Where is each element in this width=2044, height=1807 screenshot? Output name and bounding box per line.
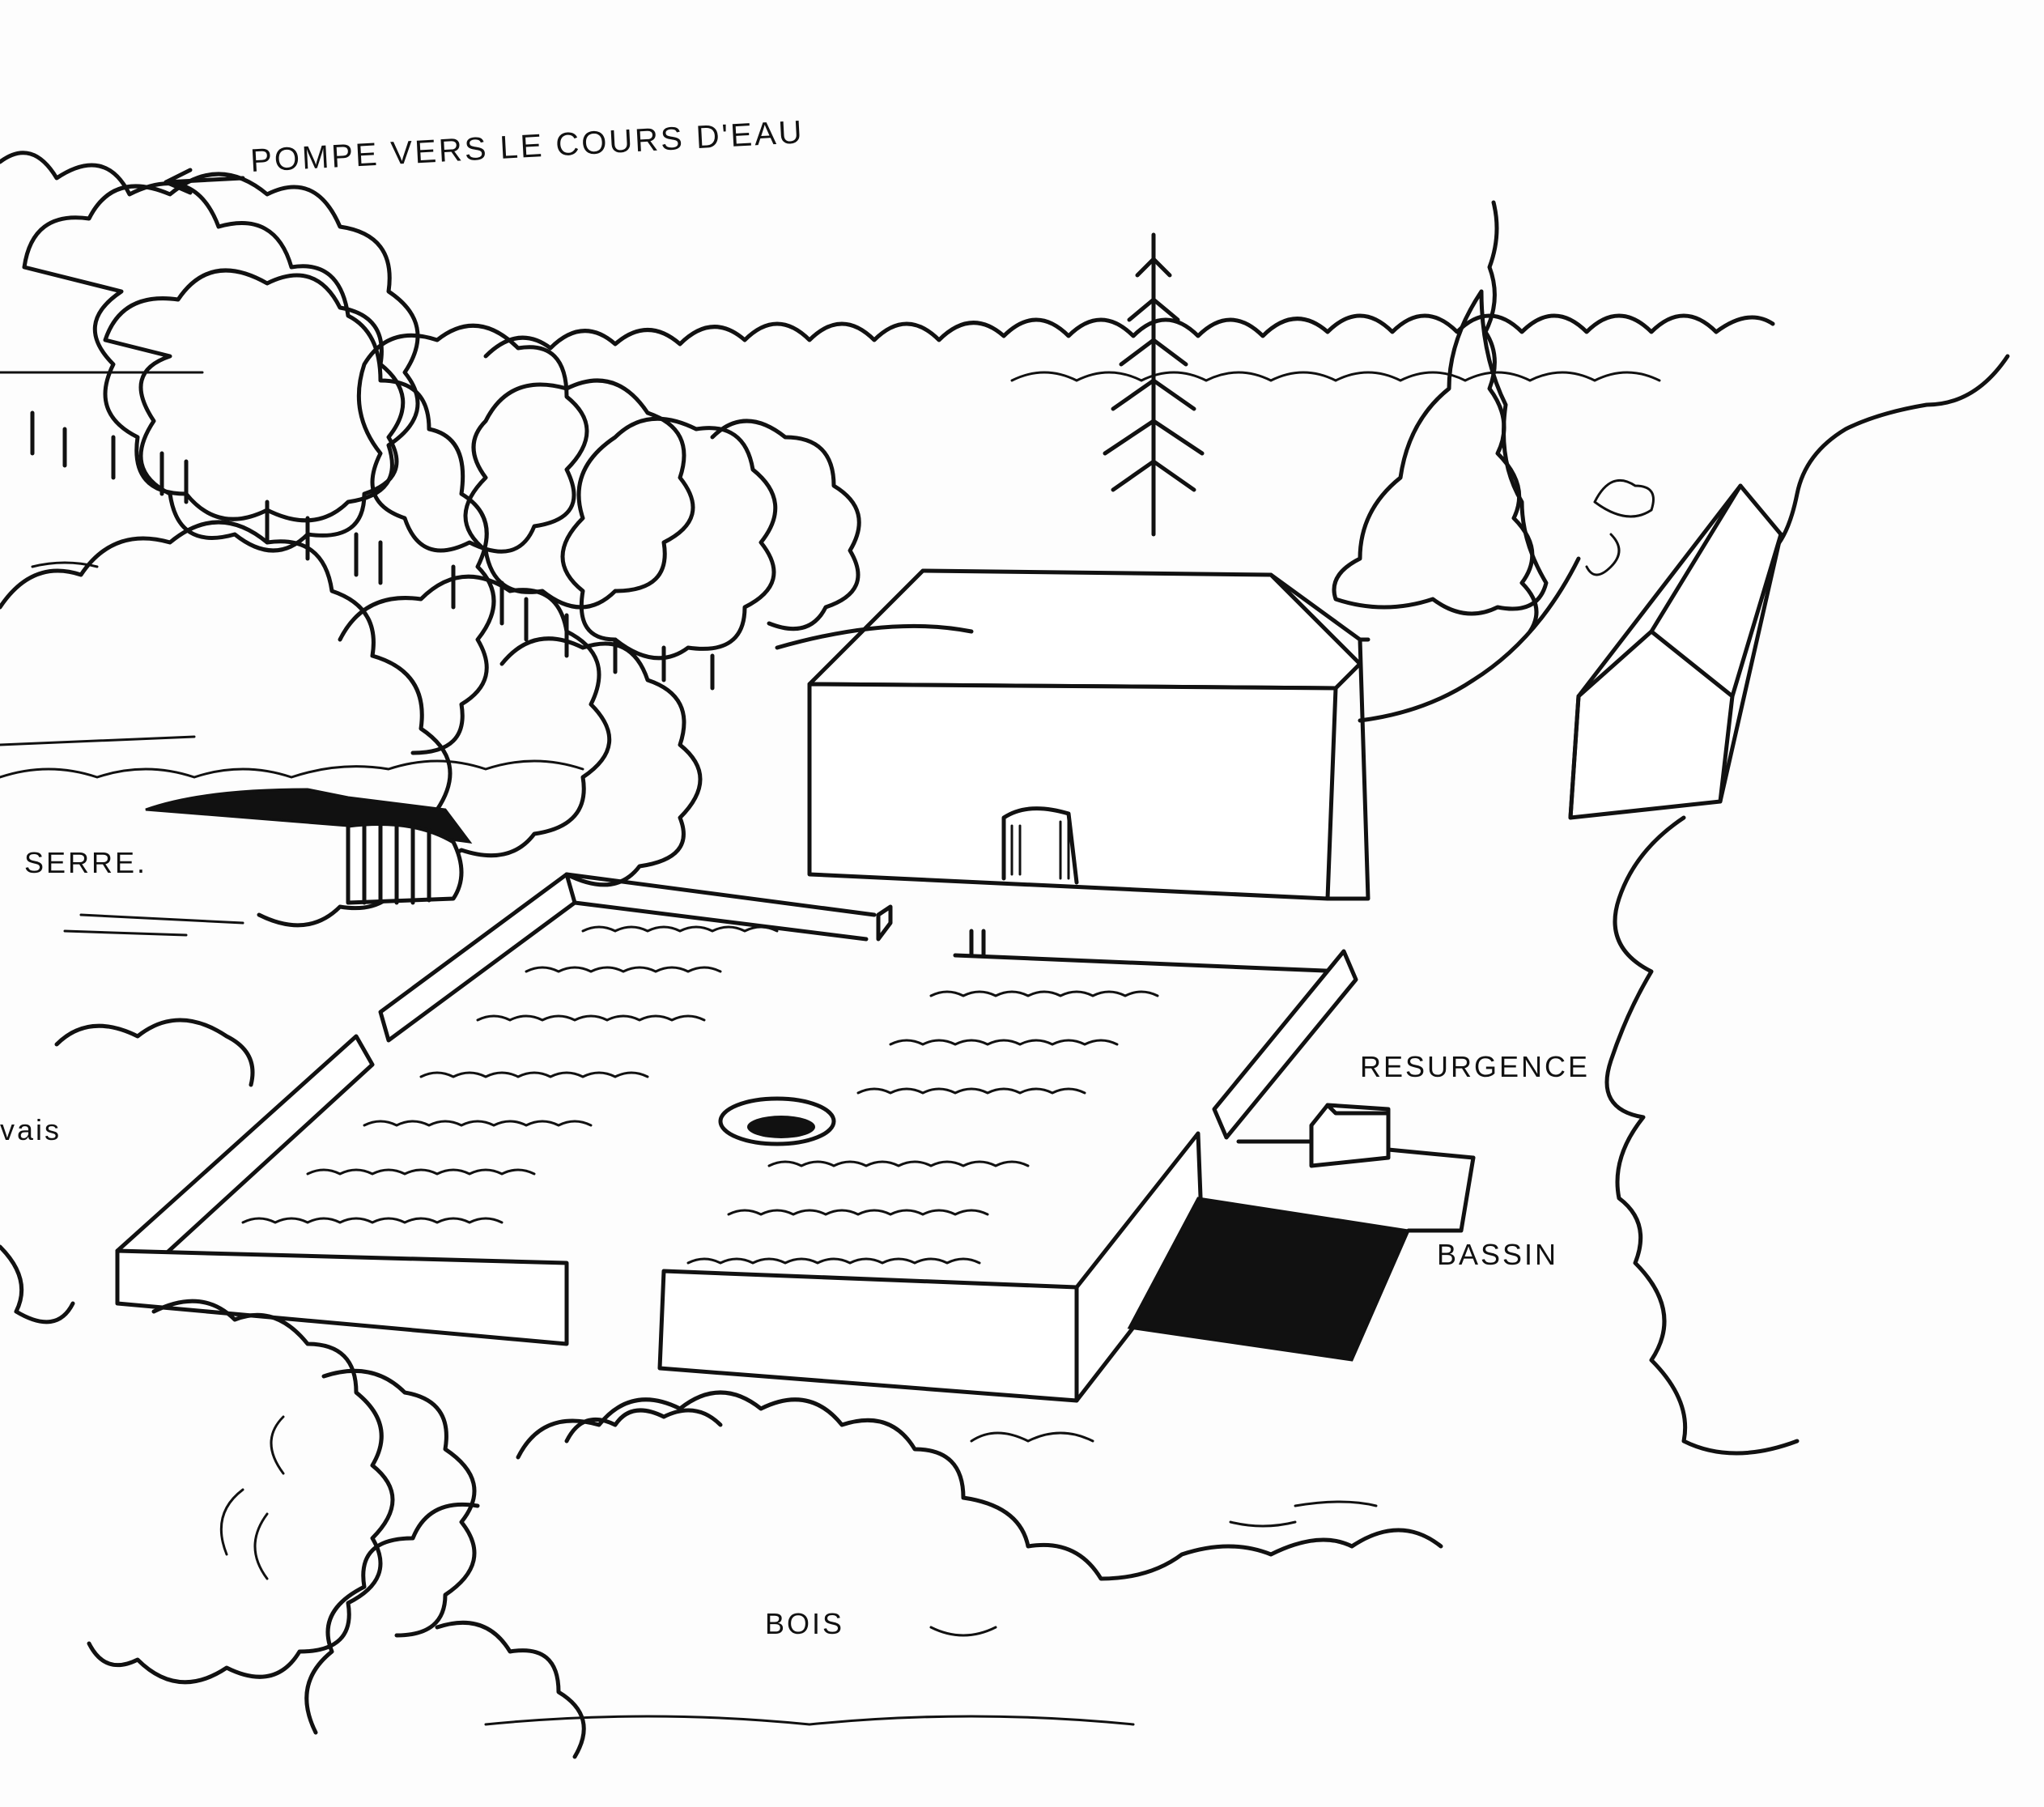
label-greenhouse: SERRE. [24,846,147,879]
left-tree-cluster [0,151,861,928]
side-shed [1568,478,1783,820]
label-spring: RESURGENCE [1360,1050,1590,1083]
label-marsh: vais [0,1113,62,1146]
main-house [807,568,1370,901]
pump-arrow [164,168,245,195]
treatment-beds [115,872,1358,1403]
label-basin: BASSIN [1437,1238,1558,1271]
label-woods: BOIS [765,1607,844,1640]
lower-woods [0,1018,1443,1759]
label-pump: POMPE VERS LE COURS D'EAU [249,114,805,179]
central-drain [718,1096,836,1146]
spring-and-basin [970,1103,1476,1443]
greenhouse [63,788,473,937]
conifer-trees [1103,200,1549,634]
ground-path [775,556,1800,1456]
